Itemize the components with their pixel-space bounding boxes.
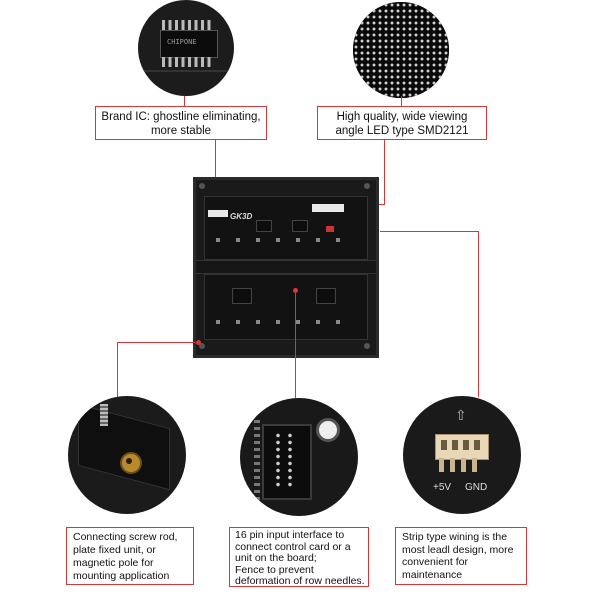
power-connector-legs bbox=[439, 458, 483, 472]
caption-input-interface-line1: 16 pin input interface to bbox=[235, 529, 345, 541]
panel-ic-2 bbox=[316, 288, 336, 304]
caption-strip-wiring-line1: Strip type wining is the bbox=[402, 531, 508, 543]
input-interface-closeup-image bbox=[240, 398, 358, 516]
corner-bracket bbox=[78, 403, 170, 491]
connector-line-led bbox=[401, 96, 402, 108]
connector-line-ic bbox=[184, 96, 185, 108]
caption-led-type-line2: angle LED type SMD2121 bbox=[335, 125, 469, 137]
caption-strip-wiring-line3: convenient for bbox=[402, 556, 468, 568]
ic-pins-bottom bbox=[162, 57, 214, 67]
ic-chip: CHIPONE bbox=[160, 30, 218, 58]
caption-input-interface: 16 pin input interface to connect contro… bbox=[229, 527, 369, 587]
caption-input-interface-line5: deformation of row needles. bbox=[235, 575, 365, 587]
mounting-hole bbox=[316, 418, 340, 442]
power-connector-closeup-image: ⇧ +5V GND bbox=[403, 396, 521, 514]
panel-screw-bottom-right bbox=[364, 343, 370, 349]
connector-dot-screw bbox=[196, 340, 201, 345]
panel-arrows-row bbox=[216, 238, 356, 242]
caption-screw-rod: Connecting screw rod, plate fixed unit, … bbox=[66, 527, 194, 585]
fence-bars bbox=[254, 420, 260, 500]
panel-ic-1 bbox=[232, 288, 252, 304]
panel-red-marker bbox=[326, 226, 334, 232]
caption-led-type: High quality, wide viewing angle LED typ… bbox=[317, 106, 487, 140]
connector-line-strip-horiz bbox=[380, 231, 479, 232]
power-connector-pins bbox=[441, 440, 481, 450]
panel-logo: GK3D bbox=[230, 212, 253, 221]
caption-input-interface-line4: Fence to prevent bbox=[235, 563, 314, 576]
ic-pins-top bbox=[162, 20, 214, 30]
panel-arrows-row-lower bbox=[216, 320, 356, 324]
caption-strip-wiring: Strip type wining is the most leadl desi… bbox=[395, 527, 527, 585]
caption-brand-ic: Brand IC: ghostline eliminating, more st… bbox=[95, 106, 267, 140]
panel-screw-top-left bbox=[199, 183, 205, 189]
pcb-trace bbox=[138, 70, 234, 72]
panel-lower-section bbox=[204, 274, 368, 340]
screw-hole-center bbox=[126, 458, 132, 464]
caption-screw-rod-line3: magnetic pole for bbox=[73, 557, 154, 569]
caption-screw-rod-line2: plate fixed unit, or bbox=[73, 544, 156, 556]
connector-line-screw-horiz bbox=[117, 342, 198, 343]
connector-dot-input bbox=[293, 288, 298, 293]
panel-ic-4 bbox=[292, 220, 308, 232]
ic-closeup-image: CHIPONE bbox=[138, 0, 234, 96]
idc-pins bbox=[272, 432, 296, 488]
connector-line-led-down bbox=[384, 140, 385, 204]
caption-brand-ic-line1: Brand IC: ghostline eliminating, bbox=[101, 111, 261, 123]
connector-line-strip-down bbox=[478, 231, 479, 397]
gnd-label: GND bbox=[465, 482, 488, 493]
panel-divider bbox=[196, 260, 376, 274]
caption-input-interface-line3: unit on the board; bbox=[235, 552, 317, 564]
caption-screw-rod-line1: Connecting screw rod, bbox=[73, 531, 178, 543]
panel-screw-top-right bbox=[364, 183, 370, 189]
caption-brand-ic-line2: more stable bbox=[150, 125, 212, 137]
led-matrix-closeup-image bbox=[353, 2, 449, 98]
ic-marking: CHIPONE bbox=[167, 38, 197, 46]
led-module-panel: GK3D bbox=[193, 177, 379, 358]
panel-screw-bottom-left bbox=[199, 343, 205, 349]
panel-sticker-left bbox=[208, 210, 228, 217]
plus-5v-label: +5V bbox=[433, 482, 452, 493]
caption-screw-rod-line4: mounting application bbox=[73, 570, 170, 582]
panel-sticker-right bbox=[312, 204, 344, 212]
arrow-up-icon: ⇧ bbox=[455, 407, 467, 423]
caption-input-interface-line2: connect control card or a bbox=[235, 540, 351, 553]
caption-strip-wiring-line2: most leadl design, more bbox=[402, 543, 514, 556]
caption-strip-wiring-line4: maintenance bbox=[402, 568, 463, 581]
panel-ic-3 bbox=[256, 220, 272, 232]
screw-rod-closeup-image bbox=[68, 396, 186, 514]
connector-line-input-down bbox=[295, 290, 296, 398]
screw-thread bbox=[100, 404, 108, 426]
connector-line-screw-down bbox=[117, 342, 118, 397]
led-grid bbox=[353, 2, 449, 98]
caption-led-type-line1: High quality, wide viewing bbox=[336, 111, 468, 123]
